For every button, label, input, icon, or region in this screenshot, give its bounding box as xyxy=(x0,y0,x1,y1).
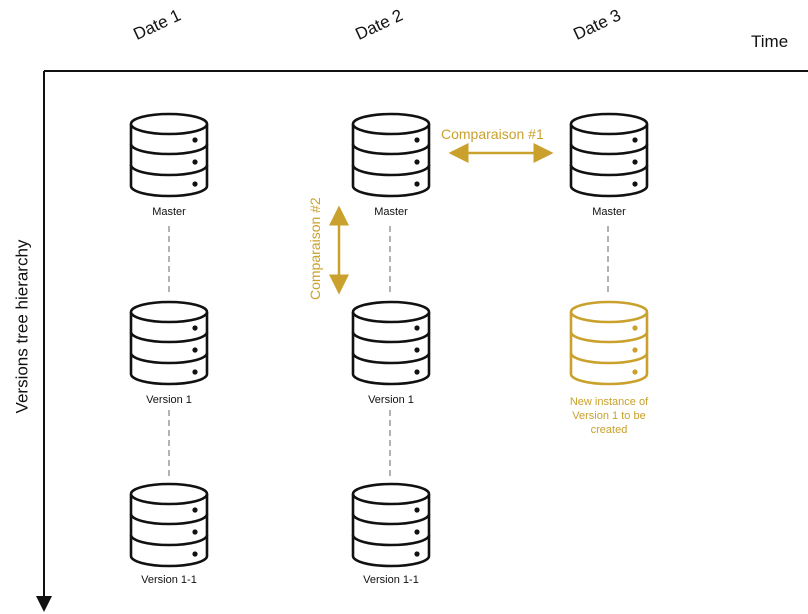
database-icon xyxy=(351,300,431,386)
d2-version1-caption: Version 1 xyxy=(368,394,414,406)
d1-version1-caption: Version 1 xyxy=(146,394,192,406)
d1-version11-caption: Version 1-1 xyxy=(141,574,197,586)
new-instance-database-icon xyxy=(569,300,649,386)
d2-version11-caption: Version 1-1 xyxy=(363,574,419,586)
database-icon xyxy=(351,482,431,568)
d2-master-caption: Master xyxy=(374,206,408,218)
time-axis-label: Time xyxy=(751,32,789,51)
d3-new-instance-caption: New instance of Version 1 to be created xyxy=(569,396,649,436)
comparison-1-label: Comparaison #1 xyxy=(441,126,544,142)
d3-master-caption: Master xyxy=(592,206,626,218)
hierarchy-axis-label: Versions tree hierarchy xyxy=(12,239,32,414)
d1-master-caption: Master xyxy=(152,206,186,218)
database-icon xyxy=(569,112,649,198)
database-icon xyxy=(351,112,431,198)
database-icon xyxy=(129,300,209,386)
comparison-2-label: Comparaison #2 xyxy=(307,197,323,300)
database-icon xyxy=(129,482,209,568)
database-icon xyxy=(129,112,209,198)
